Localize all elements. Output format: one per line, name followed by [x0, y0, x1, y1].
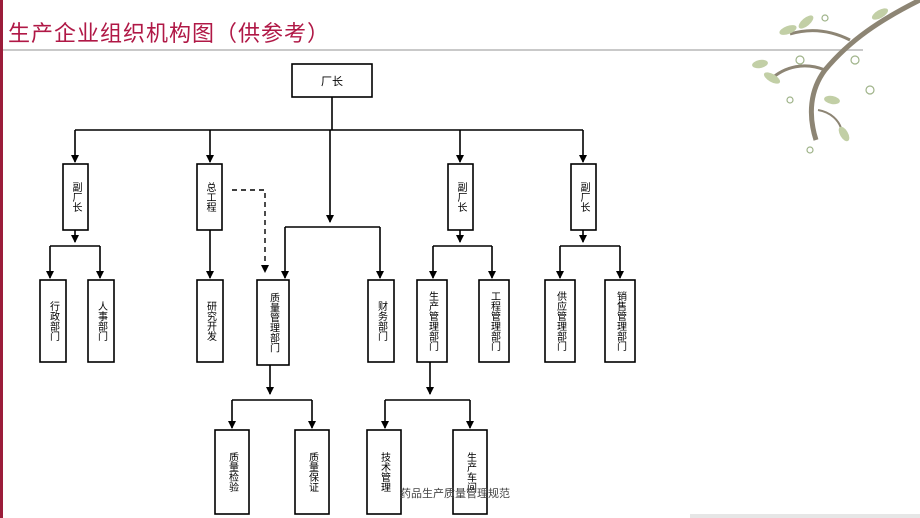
title-underline	[3, 49, 863, 51]
footer-text: 药品生产质量管理规范	[400, 487, 510, 500]
box-admin-dept: 行政部门	[39, 279, 67, 363]
box-sales-mgmt-dept: 销售管理部门	[604, 279, 636, 363]
box-label: 副厂长	[455, 182, 467, 212]
box-vice-director-2: 副厂长	[447, 163, 474, 231]
box-label: 行政部门	[48, 300, 60, 342]
box-label: 技术管理	[379, 451, 391, 492]
box-hr-dept: 人事部门	[87, 279, 115, 363]
box-label: 人事部门	[96, 301, 108, 342]
box-label: 生产车间	[465, 451, 477, 493]
box-technical-mgmt: 技术管理	[366, 429, 402, 515]
accent-bar	[0, 0, 3, 518]
box-vice-director-1: 副厂长	[62, 163, 89, 231]
box-rnd-dept: 研究开发	[196, 279, 224, 363]
box-label: 供应管理部门	[555, 290, 567, 352]
box-label: 副厂长	[70, 182, 82, 212]
box-factory-director: 厂长	[291, 63, 373, 98]
box-quality-assurance: 质量保证	[294, 429, 330, 515]
page-title: 生产企业组织机构图（供参考）	[8, 22, 331, 47]
box-label: 生产管理部门	[427, 290, 439, 352]
box-chief-engineer: 总工程	[196, 163, 223, 231]
box-label: 质量保证	[307, 452, 319, 492]
connector-lines	[46, 97, 624, 429]
box-vice-director-3: 副厂长	[570, 163, 597, 231]
box-label: 副厂长	[578, 182, 590, 212]
box-label: 总工程	[204, 181, 216, 212]
box-supply-mgmt-dept: 供应管理部门	[544, 279, 576, 363]
box-label: 质量检验	[227, 452, 239, 493]
box-label: 质量管理部门	[268, 292, 280, 353]
footer-bar	[690, 514, 920, 518]
box-engineering-mgmt-dept: 工程管理部门	[478, 279, 510, 363]
box-label: 销售管理部门	[615, 290, 627, 352]
box-label: 工程管理部门	[489, 291, 501, 352]
box-production-workshop: 生产车间	[452, 429, 488, 515]
box-finance-dept: 财务部门	[367, 279, 395, 363]
box-label: 研究开发	[205, 301, 217, 342]
box-label: 财务部门	[376, 300, 388, 342]
box-quality-inspection: 质量检验	[214, 429, 250, 515]
box-production-mgmt-dept: 生产管理部门	[416, 279, 448, 363]
box-label: 厂长	[321, 75, 343, 88]
branch-decoration-icon	[752, 0, 920, 154]
box-qa-management-dept: 质量管理部门	[256, 279, 290, 366]
